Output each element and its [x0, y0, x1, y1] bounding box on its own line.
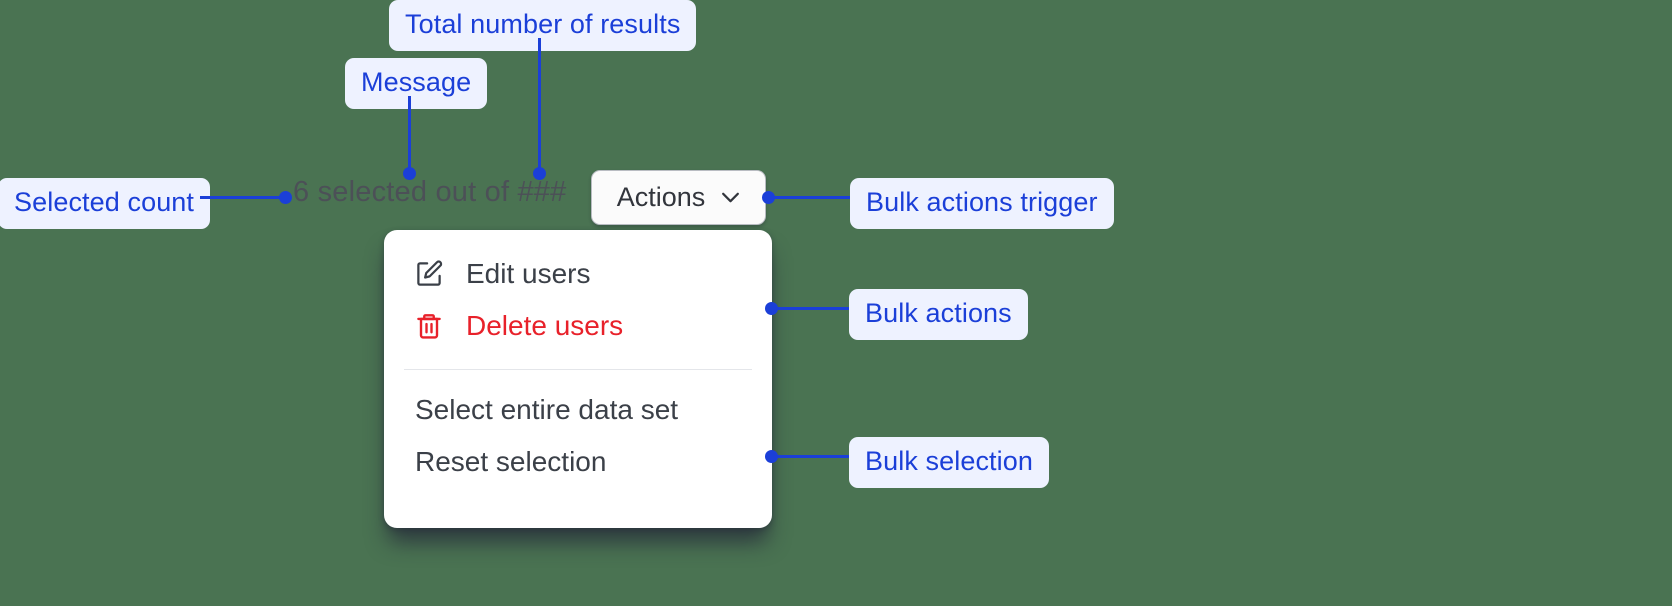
- annotation-connector-bulk-selection: [775, 455, 851, 458]
- menu-item-reset-selection[interactable]: Reset selection: [384, 436, 772, 488]
- annotation-connector-bulk-trigger: [772, 196, 852, 199]
- menu-item-select-entire-data-set[interactable]: Select entire data set: [384, 384, 772, 436]
- selection-status-text: 6 selected out of ###: [293, 176, 567, 208]
- annotation-dot-message: [403, 167, 416, 180]
- annotation-label-bulk-trigger: Bulk actions trigger: [850, 178, 1114, 229]
- menu-item-delete-users[interactable]: Delete users: [384, 300, 772, 352]
- annotation-connector-selected-count: [200, 196, 285, 199]
- trash-icon: [414, 311, 444, 341]
- annotation-connector-total-results: [538, 38, 541, 173]
- menu-item-edit-users[interactable]: Edit users: [384, 248, 772, 300]
- bulk-actions-trigger-button[interactable]: Actions: [591, 170, 766, 225]
- menu-item-edit-users-label: Edit users: [466, 258, 591, 289]
- menu-divider: [404, 369, 752, 370]
- annotation-dot-bulk-trigger: [762, 191, 775, 204]
- annotation-label-bulk-actions: Bulk actions: [849, 289, 1028, 340]
- menu-item-delete-users-label: Delete users: [466, 310, 624, 341]
- annotation-label-total-results: Total number of results: [389, 0, 697, 51]
- annotation-label-bulk-selection: Bulk selection: [849, 437, 1049, 488]
- annotation-dot-total-results: [533, 167, 546, 180]
- pencil-square-icon: [414, 259, 444, 289]
- annotation-label-message: Message: [345, 58, 488, 109]
- chevron-down-icon: [721, 192, 740, 203]
- annotation-connector-bulk-actions: [775, 307, 851, 310]
- annotation-dot-bulk-selection: [765, 450, 778, 463]
- annotation-connector-message: [408, 96, 411, 173]
- bulk-actions-trigger-label: Actions: [616, 182, 706, 212]
- annotation-dot-selected-count: [279, 191, 292, 204]
- annotation-dot-bulk-actions: [765, 302, 778, 315]
- menu-item-select-entire-data-set-label: Select entire data set: [415, 394, 679, 425]
- bulk-actions-dropdown-menu: Edit users Delete users Select entire da…: [384, 230, 772, 528]
- menu-item-reset-selection-label: Reset selection: [415, 446, 607, 477]
- annotation-label-selected-count: Selected count: [0, 178, 211, 229]
